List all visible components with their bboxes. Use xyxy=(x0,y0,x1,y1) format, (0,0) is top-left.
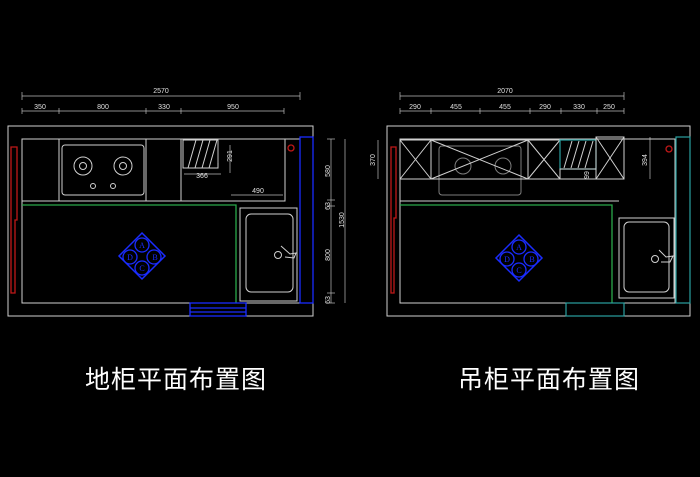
dim-height-total: 1530 xyxy=(339,212,346,228)
dim-detail: 99 xyxy=(584,171,591,179)
room-marker: A B C D xyxy=(117,231,167,281)
window xyxy=(10,146,18,294)
dim-total-width: 2570 xyxy=(153,88,169,95)
dim-segment: 350 xyxy=(34,104,46,111)
svg-text:D: D xyxy=(127,253,133,262)
entry-door xyxy=(565,302,625,317)
countertop-edge xyxy=(22,204,237,303)
dim-height-segment: 580 xyxy=(325,165,332,177)
side-door xyxy=(299,136,314,304)
svg-text:A: A xyxy=(139,241,145,250)
inner-wall xyxy=(399,138,676,304)
dim-segment: 800 xyxy=(97,104,109,111)
dim-detail: 291 xyxy=(227,150,234,162)
base-cabinet-row xyxy=(21,138,286,202)
window xyxy=(390,146,397,294)
wall-cabinets xyxy=(399,136,625,180)
dim-detail: 490 xyxy=(252,188,264,195)
dim-segment: 290 xyxy=(409,104,421,111)
svg-text:C: C xyxy=(516,266,521,275)
gas-stove xyxy=(61,144,145,196)
dim-segment: 455 xyxy=(499,104,511,111)
svg-text:D: D xyxy=(504,255,510,264)
sink-cabinet xyxy=(618,217,675,299)
dim-segment: 330 xyxy=(573,104,585,111)
floor-cabinet-plan-title: 地柜平面布置图 xyxy=(85,365,268,394)
countertop-edge xyxy=(400,204,613,303)
floor-cabinet-plan: 2570 350 800 330 950 580 63 800 63 1530 … xyxy=(7,88,346,317)
dim-total-width: 2070 xyxy=(497,88,513,95)
svg-text:A: A xyxy=(516,243,522,252)
dim-segment: 950 xyxy=(227,104,239,111)
svg-text:B: B xyxy=(152,253,157,262)
inner-wall xyxy=(21,138,301,304)
dim-segment: 330 xyxy=(158,104,170,111)
dim-segment: 250 xyxy=(603,104,615,111)
dim-height-segment: 63 xyxy=(325,202,332,210)
dim-detail: 370 xyxy=(370,154,377,166)
stove-outline xyxy=(438,145,522,196)
sink xyxy=(623,221,670,293)
sink-cabinet xyxy=(239,207,298,302)
room-marker: A B C D xyxy=(494,233,544,283)
side-door xyxy=(675,136,691,304)
entry-door xyxy=(189,302,247,317)
sink xyxy=(245,213,294,293)
svg-text:B: B xyxy=(529,255,534,264)
dim-segment: 290 xyxy=(539,104,551,111)
dim-detail: 394 xyxy=(642,154,649,166)
wall-cabinet-plan: 2070 290 455 455 290 330 250 370 394 99 xyxy=(370,88,691,317)
dim-detail: 366 xyxy=(196,173,208,180)
dim-segment: 455 xyxy=(450,104,462,111)
wall-cabinet-plan-title: 吊柜平面布置图 xyxy=(458,365,641,394)
svg-text:C: C xyxy=(139,264,144,273)
dim-height-segment: 63 xyxy=(325,296,332,304)
dim-height-segment: 800 xyxy=(325,249,332,261)
dimension-lines xyxy=(21,92,346,304)
outer-wall xyxy=(7,125,314,317)
